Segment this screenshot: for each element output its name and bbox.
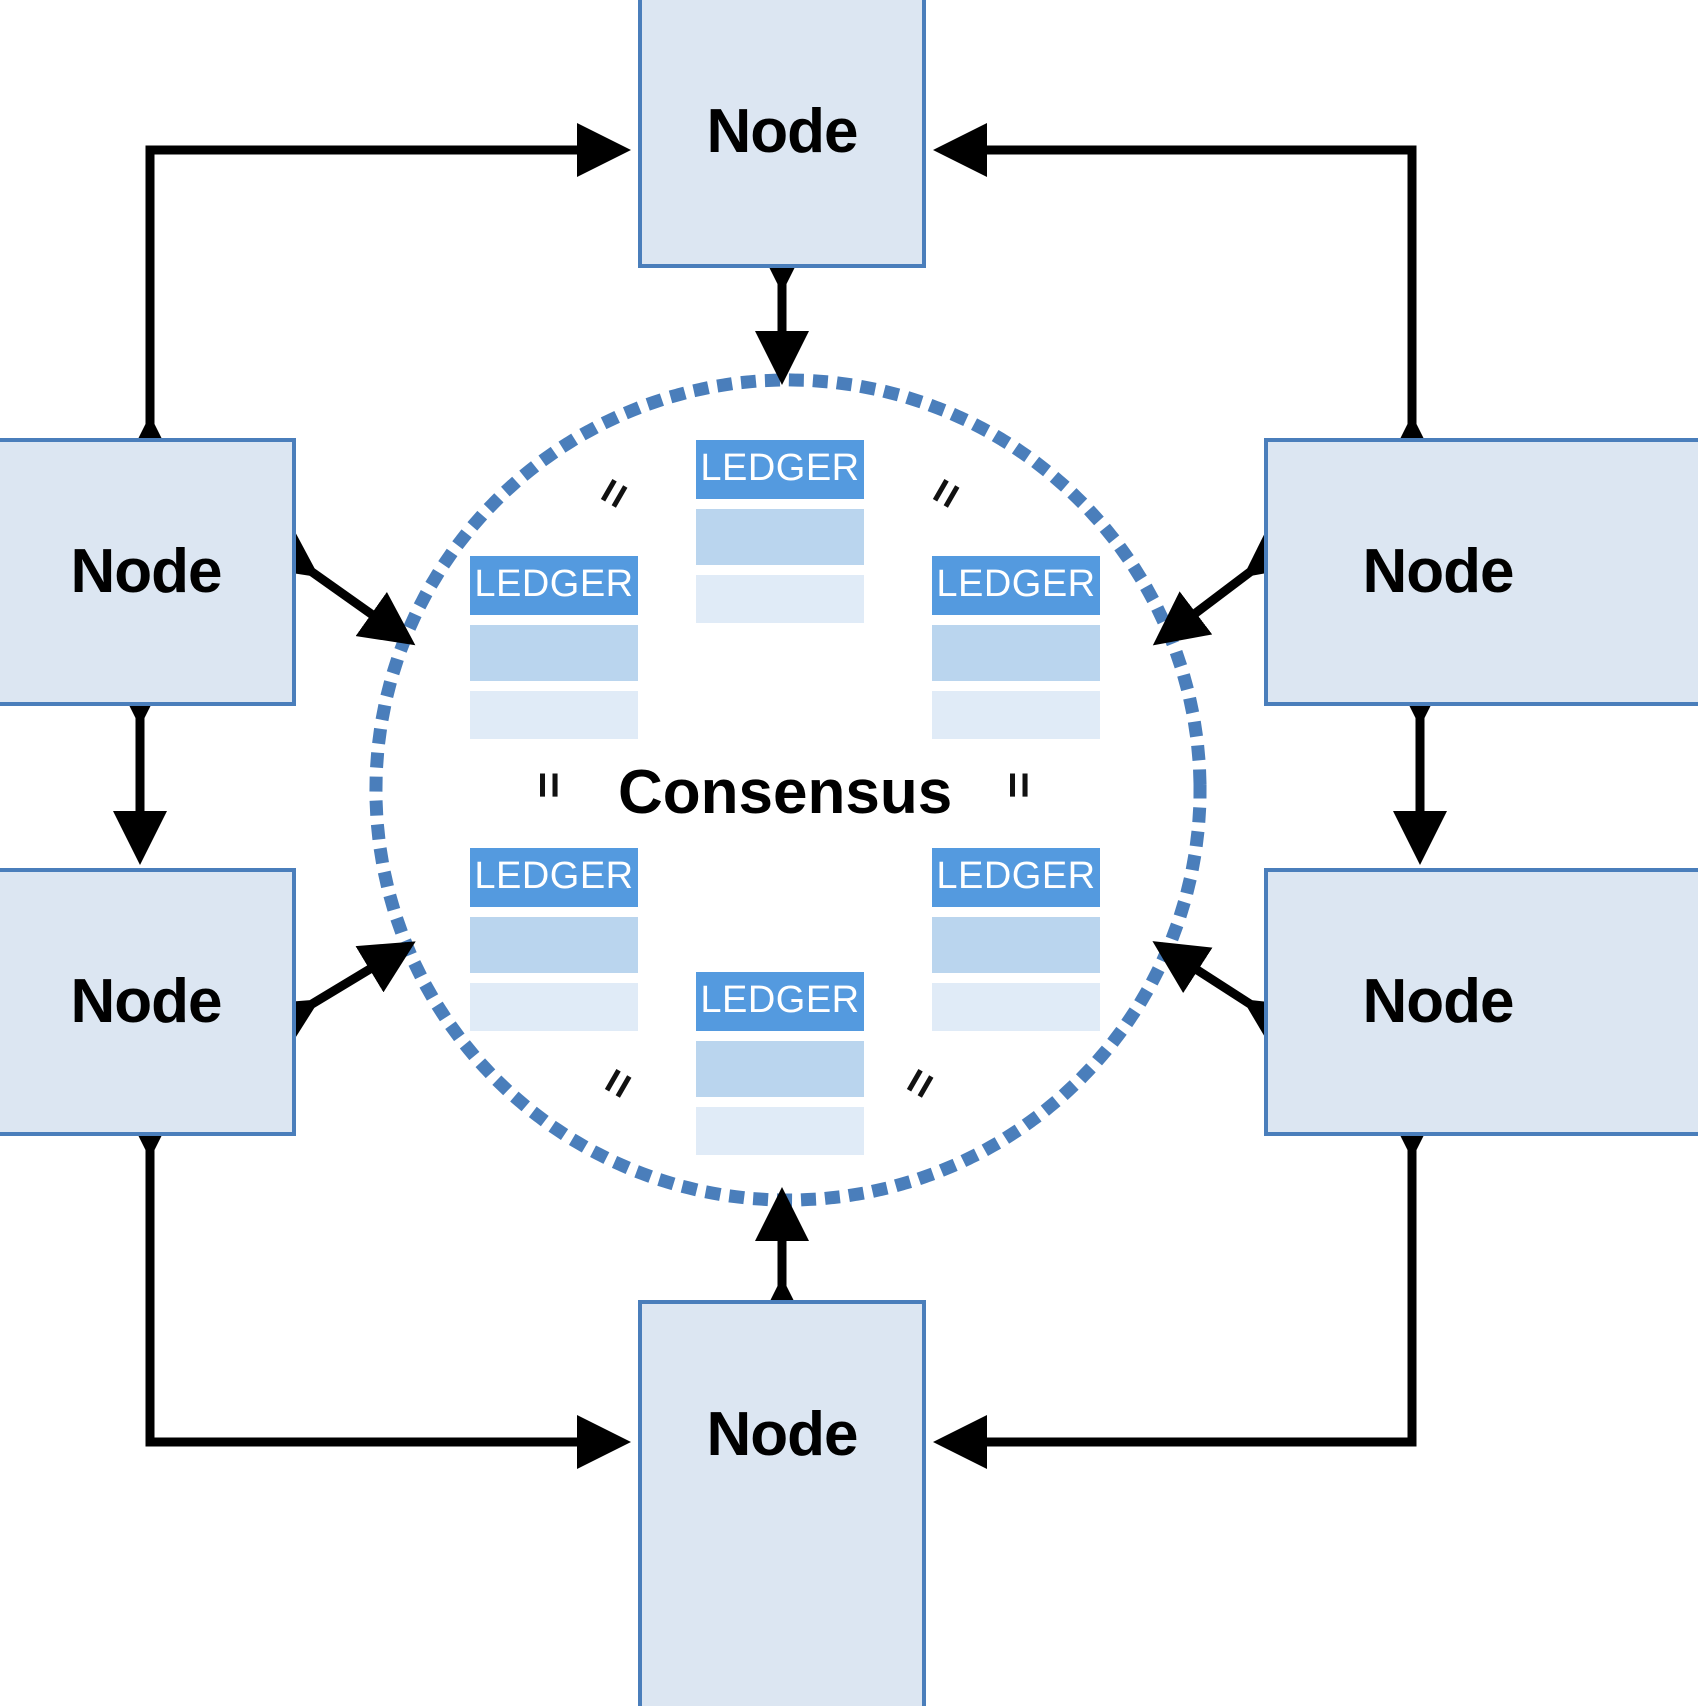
- node-left-lower[interactable]: Node: [0, 868, 296, 1136]
- ledger-lower-left-row-2: [470, 983, 638, 1031]
- ledger-top-row-1: [696, 509, 864, 565]
- ledger-upper-right[interactable]: LEDGER: [932, 556, 1100, 739]
- arrow-right-upper-to-top-node: [933, 123, 1439, 469]
- ledger-gap: [470, 907, 638, 917]
- ledger-gap: [696, 1031, 864, 1041]
- arrow-left-lower-to-consensus: [259, 941, 416, 1051]
- ledger-gap: [696, 499, 864, 509]
- equals-glyph: =: [993, 771, 1046, 799]
- ledger-upper-right-row-2: [932, 691, 1100, 739]
- arrow-left-upper-to-consensus: [259, 523, 416, 646]
- ledger-upper-left-row-1: [470, 625, 638, 681]
- ledger-upper-left-row-2: [470, 691, 638, 739]
- ledger-lower-right-row-1: [932, 917, 1100, 973]
- ledger-upper-right-header: LEDGER: [932, 556, 1100, 615]
- ledger-gap: [932, 681, 1100, 691]
- node-left-upper[interactable]: Node: [0, 438, 296, 706]
- arrow-right-lower-to-bottom-node: [933, 1105, 1439, 1469]
- node-right-lower-label: Node: [1362, 967, 1515, 1036]
- node-top-label: Node: [706, 97, 859, 166]
- node-bottom-label: Node: [706, 1400, 859, 1469]
- ledger-gap: [932, 907, 1100, 917]
- equals-icon-mid-right: =: [993, 771, 1046, 799]
- node-bottom[interactable]: Node: [638, 1300, 926, 1706]
- ledger-bottom-header: LEDGER: [696, 972, 864, 1031]
- consensus-label: Consensus: [618, 758, 953, 827]
- ledger-gap: [932, 615, 1100, 625]
- ledger-bottom[interactable]: LEDGER: [696, 972, 864, 1155]
- ledger-gap: [470, 615, 638, 625]
- ledger-lower-right-header: LEDGER: [932, 848, 1100, 907]
- ledger-lower-right-row-2: [932, 983, 1100, 1031]
- arrow-left-lower-to-bottom-node: [123, 1105, 631, 1469]
- ledger-bottom-row-1: [696, 1041, 864, 1097]
- ledger-lower-left-header: LEDGER: [470, 848, 638, 907]
- ledger-top-row-2: [696, 575, 864, 623]
- arrow-right-lower-to-consensus: [1152, 941, 1303, 1052]
- ledger-gap: [470, 973, 638, 983]
- ledger-lower-left-row-1: [470, 917, 638, 973]
- ledger-lower-left[interactable]: LEDGER: [470, 848, 638, 1031]
- ledger-gap: [470, 681, 638, 691]
- node-right-upper[interactable]: Node: [1264, 438, 1698, 706]
- arrow-left-upper-to-top-node: [123, 123, 631, 469]
- ledger-upper-left-header: LEDGER: [470, 556, 638, 615]
- node-right-lower[interactable]: Node: [1264, 868, 1698, 1136]
- node-left-lower-label: Node: [70, 967, 223, 1036]
- node-right-upper-label: Node: [1362, 537, 1515, 606]
- equals-icon-mid-left: =: [523, 771, 576, 799]
- ledger-gap: [696, 565, 864, 575]
- node-left-upper-label: Node: [70, 537, 223, 606]
- ledger-bottom-row-2: [696, 1107, 864, 1155]
- ledger-upper-left[interactable]: LEDGER: [470, 556, 638, 739]
- ledger-upper-right-row-1: [932, 625, 1100, 681]
- ledger-top[interactable]: LEDGER: [696, 440, 864, 623]
- ledger-top-header: LEDGER: [696, 440, 864, 499]
- equals-glyph: =: [523, 771, 576, 799]
- ledger-gap: [696, 1097, 864, 1107]
- ledger-lower-right[interactable]: LEDGER: [932, 848, 1100, 1031]
- ledger-gap: [932, 973, 1100, 983]
- node-top[interactable]: Node: [638, 0, 926, 268]
- arrow-right-upper-to-consensus: [1152, 523, 1303, 646]
